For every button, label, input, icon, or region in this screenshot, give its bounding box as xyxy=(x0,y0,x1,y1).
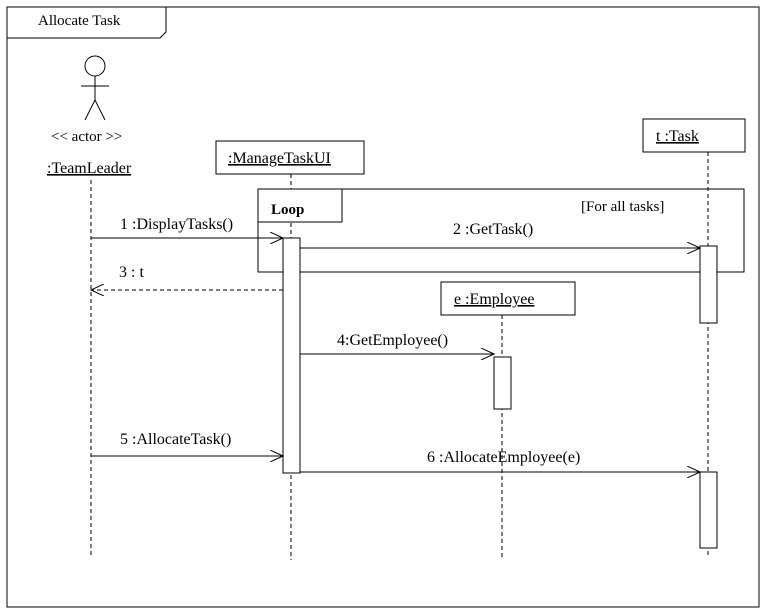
loop-guard: [For all tasks] xyxy=(581,199,664,215)
lifeline-box-employee xyxy=(440,281,576,316)
loop-operator-label: Loop xyxy=(271,202,304,218)
activation-task-2 xyxy=(699,471,718,549)
message-label-3: 3 : t xyxy=(119,264,144,281)
frame-title: Allocate Task xyxy=(38,13,121,29)
loop-fragment xyxy=(257,188,745,273)
diagram-frame xyxy=(6,6,760,608)
lifeline-label-manage-task-ui: :ManageTaskUI xyxy=(228,150,331,167)
loop-operator-box xyxy=(257,188,343,223)
actor-name: :TeamLeader xyxy=(47,160,132,177)
message-label-2: 2 :GetTask() xyxy=(453,221,533,238)
lifeline-label-employee: e :Employee xyxy=(454,291,534,308)
message-label-4: 4:GetEmployee() xyxy=(337,332,448,349)
lifeline-box-manage-task-ui xyxy=(215,140,365,175)
frame-title-tab xyxy=(7,7,167,39)
message-label-1: 1 :DisplayTasks() xyxy=(120,216,233,233)
message-label-6: 6 :AllocateEmployee(e) xyxy=(427,449,580,466)
activation-task-1 xyxy=(699,245,718,324)
activation-manage-task-ui xyxy=(282,237,301,474)
actor-figure xyxy=(81,55,109,121)
message-label-5: 5 :AllocateTask() xyxy=(120,431,231,448)
lifeline-box-task xyxy=(642,118,746,153)
actor-stereotype: << actor >> xyxy=(51,129,122,145)
activation-employee xyxy=(493,356,512,410)
lifeline-label-task: t :Task xyxy=(656,128,699,145)
